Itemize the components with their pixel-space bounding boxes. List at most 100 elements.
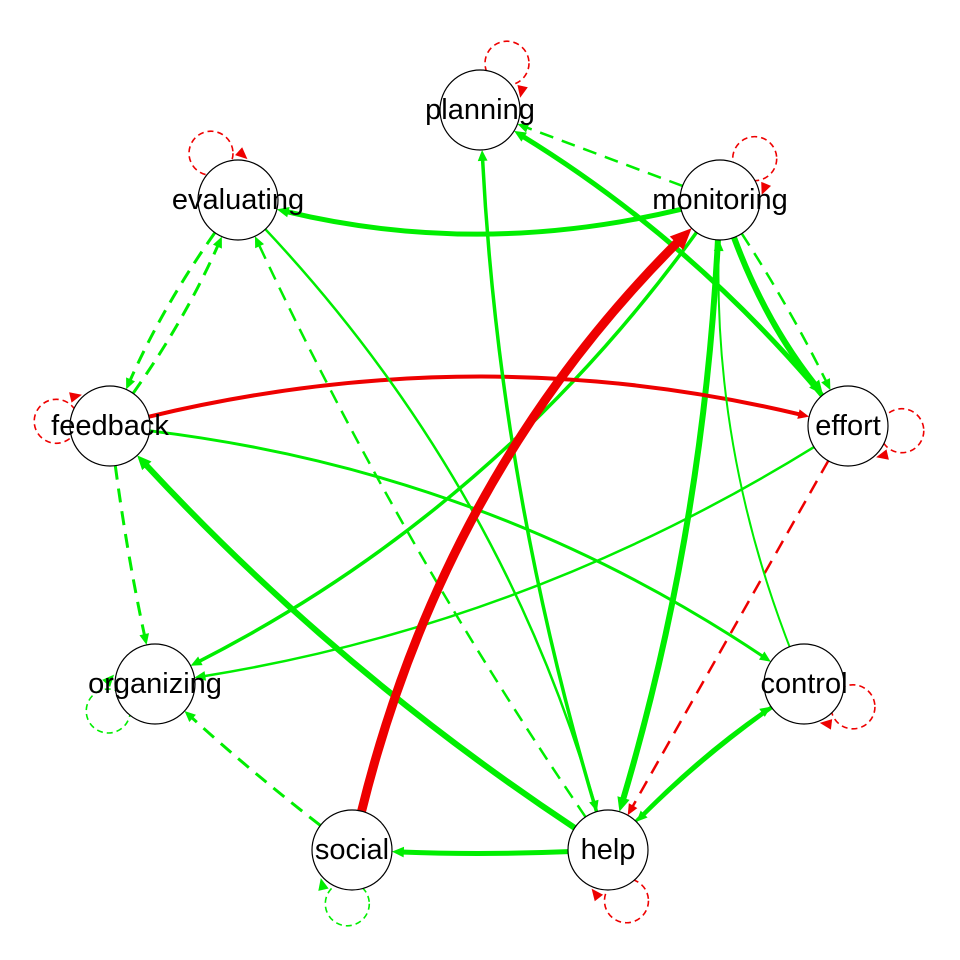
node-label: planning (425, 94, 535, 126)
edge-line (357, 236, 684, 813)
node-circle (567, 809, 649, 891)
edge-monitoring-to-help (617, 239, 721, 812)
edge-line (285, 206, 682, 237)
nodes-layer: planning monitoring effort control help socia… (51, 69, 889, 891)
edge-monitoring-to-organizing (190, 231, 698, 666)
edge-arrowhead (276, 206, 290, 218)
edge-line (197, 231, 698, 664)
self-loop-effort (876, 407, 925, 460)
node-label: effort (815, 410, 881, 442)
self-loop-control (819, 684, 876, 730)
edge-arrowhead (514, 130, 527, 142)
edge-line (131, 243, 220, 395)
edge-line (520, 133, 825, 398)
edge-evaluating-to-feedback (126, 231, 217, 390)
edge-line (128, 231, 217, 383)
edge-line (619, 239, 721, 803)
node-circle (679, 159, 761, 241)
edge-line (113, 465, 147, 638)
node-circle (114, 643, 196, 725)
node-label: help (581, 834, 636, 866)
edge-arrowhead (821, 378, 831, 391)
self-loop-arrowhead (876, 449, 889, 460)
node-circle (69, 385, 151, 467)
node-circle (197, 159, 279, 241)
edge-arrowhead (627, 803, 638, 816)
node-social: social (311, 809, 393, 891)
edge-feedback-to-effort (148, 374, 810, 419)
self-loops-layer (33, 40, 925, 927)
edge-social-to-monitoring (357, 228, 692, 813)
edge-line (189, 715, 322, 827)
edge-line (630, 460, 830, 809)
edge-arrowhead (254, 236, 265, 249)
edge-arrowhead (139, 633, 150, 645)
edge-help-to-social (391, 846, 569, 858)
edge-arrowhead (194, 671, 207, 681)
edge-line (400, 849, 569, 856)
edge-control-to-monitoring (713, 239, 791, 648)
edge-feedback-to-organizing (113, 465, 150, 645)
node-circle (311, 809, 393, 891)
self-loop-arrowhead (517, 84, 528, 98)
self-loop-circle (830, 684, 876, 730)
edge-help-to-feedback (137, 455, 577, 831)
edge-control-to-help (636, 705, 773, 822)
edge-arrowhead (669, 228, 692, 251)
edge-arrowhead (517, 123, 530, 133)
edge-effort-to-planning (514, 130, 825, 398)
node-effort: effort (807, 385, 889, 467)
self-loop-arrowhead (318, 878, 329, 891)
edge-line (480, 158, 599, 813)
edge-arrowhead (477, 149, 488, 162)
edge-feedback-to-control (149, 429, 771, 662)
node-label: control (760, 668, 847, 700)
edge-arrowhead (184, 710, 196, 722)
node-label: evaluating (172, 184, 304, 216)
edges-layer (113, 123, 831, 858)
node-control: control (760, 643, 848, 725)
edge-social-to-organizing (184, 710, 322, 827)
node-planning: planning (425, 69, 535, 151)
node-organizing: organizing (88, 643, 222, 725)
edge-arrowhead (126, 377, 136, 390)
edge-monitoring-to-planning (517, 123, 683, 188)
edge-help-to-planning (477, 149, 599, 813)
edge-line (149, 429, 765, 659)
self-loop-arrowhead (102, 674, 115, 687)
node-monitoring: monitoring (652, 159, 788, 241)
edge-arrowhead (636, 810, 648, 822)
edge-arrowhead (617, 796, 630, 812)
node-circle (439, 69, 521, 151)
edge-arrowhead (137, 455, 152, 471)
node-feedback: feedback (51, 385, 169, 467)
edge-line (202, 445, 815, 678)
edge-line (257, 243, 587, 818)
edge-feedback-to-evaluating (131, 236, 222, 395)
edge-monitoring-to-effort (740, 232, 831, 391)
self-loop-arrowhead (591, 888, 604, 902)
node-label: social (315, 834, 389, 866)
self-loop-arrowhead (819, 719, 833, 730)
edge-line (731, 236, 819, 389)
self-loop-arrowhead (69, 392, 82, 403)
self-loop-arrowhead (235, 147, 248, 160)
edge-arrowhead (190, 656, 203, 666)
edge-arrowhead (797, 409, 810, 419)
node-help: help (567, 809, 649, 891)
edge-arrowhead (391, 846, 405, 858)
node-label: feedback (51, 410, 169, 442)
edge-arrowhead (758, 651, 771, 662)
node-circle (763, 643, 845, 725)
node-circle (807, 385, 889, 467)
edge-line (264, 228, 596, 804)
edge-monitoring-to-evaluating (276, 206, 682, 237)
edge-line (148, 374, 802, 419)
self-loop-arrowhead (761, 181, 772, 195)
edge-arrowhead (713, 239, 724, 252)
node-label: monitoring (652, 184, 787, 216)
self-loop-circle (878, 407, 925, 454)
node-evaluating: evaluating (172, 159, 304, 241)
